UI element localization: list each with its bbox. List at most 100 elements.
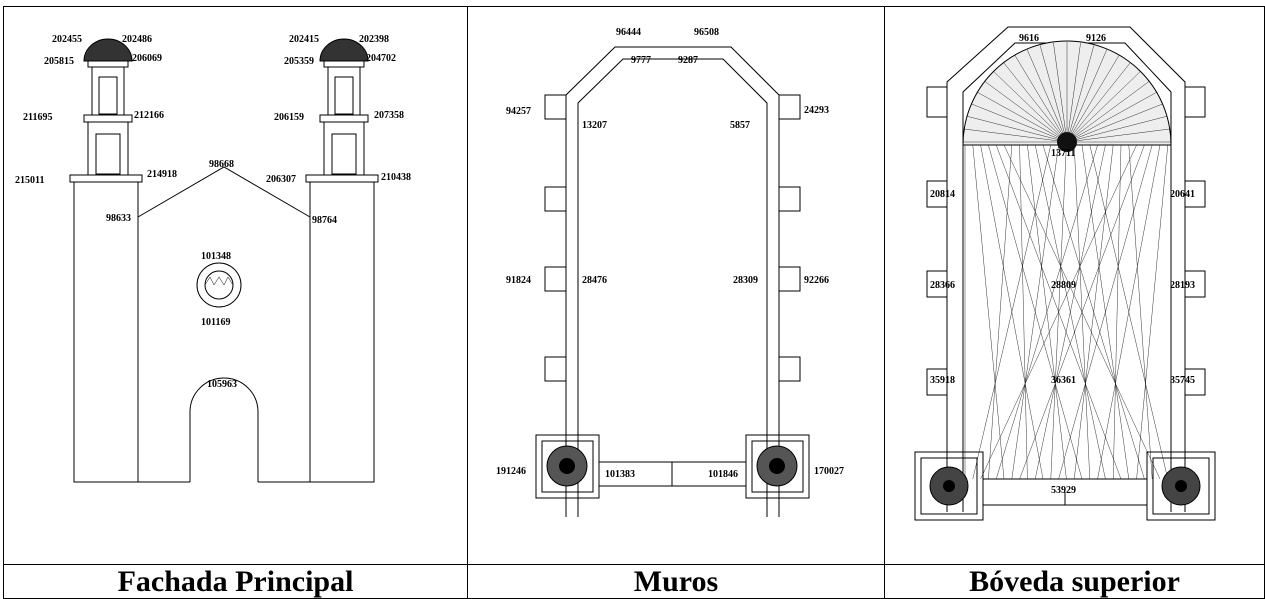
label: 206307 xyxy=(266,174,296,185)
panel-boveda: 9616 9126 13711 20814 20641 28366 28809 … xyxy=(884,6,1265,565)
label: 206159 xyxy=(274,112,304,123)
panel-fachada: 202455 202486 205815 206069 211695 21216… xyxy=(3,6,468,565)
label: 96444 xyxy=(616,27,641,38)
vault-lines xyxy=(963,42,1171,480)
caption-cell: Fachada Principal xyxy=(3,564,468,599)
vault-line xyxy=(1058,144,1153,480)
label: 28366 xyxy=(930,280,955,291)
vault-rib xyxy=(1066,55,1120,143)
panel-caption: Fachada Principal xyxy=(117,565,354,598)
label: 94257 xyxy=(506,106,531,117)
label: 205815 xyxy=(44,56,74,67)
label: 98668 xyxy=(209,159,234,170)
vault-line xyxy=(972,144,1005,480)
vault-line xyxy=(1097,144,1161,480)
label: 9616 xyxy=(1019,33,1039,44)
label: 20641 xyxy=(1170,189,1195,200)
muros-drawing: 96444 96508 9777 9287 94257 13207 5857 2… xyxy=(496,27,844,517)
label: 98633 xyxy=(106,213,131,224)
label: 9126 xyxy=(1086,33,1106,44)
label: 202455 xyxy=(52,34,82,45)
vault-line xyxy=(996,144,1098,480)
vault-rib xyxy=(1066,80,1150,143)
vault-rib xyxy=(1066,103,1164,143)
vault-rib xyxy=(1066,42,1081,143)
label: 35918 xyxy=(930,375,955,386)
vault-rib xyxy=(966,115,1068,143)
label: 101846 xyxy=(708,469,738,480)
vault-rib xyxy=(976,91,1068,143)
panel-caption: Bóveda superior xyxy=(969,565,1180,598)
label: 206069 xyxy=(132,53,162,64)
vault-line xyxy=(1113,144,1122,480)
label: 210438 xyxy=(381,172,411,183)
vault-rib xyxy=(1039,45,1068,143)
label: 101348 xyxy=(201,251,231,262)
label: 101383 xyxy=(605,469,635,480)
vault-rib xyxy=(1066,128,1171,143)
label: 35745 xyxy=(1170,375,1195,386)
vault-rib xyxy=(1003,62,1068,143)
label: 96508 xyxy=(694,27,719,38)
label: 202415 xyxy=(289,34,319,45)
label: 204702 xyxy=(366,53,396,64)
vault-rib xyxy=(984,80,1068,143)
label: 98764 xyxy=(312,215,337,226)
vault-rib xyxy=(1066,71,1141,143)
vault-line xyxy=(1035,144,1106,480)
label: 9287 xyxy=(678,55,698,66)
vault-rib xyxy=(1027,49,1068,143)
label: 28476 xyxy=(582,275,607,286)
vault-rib xyxy=(993,71,1068,143)
label: 28193 xyxy=(1170,280,1195,291)
vault-rib xyxy=(1066,49,1107,143)
caption-cell: Bóveda superior xyxy=(884,564,1265,599)
label: 24293 xyxy=(804,105,829,116)
label: 214918 xyxy=(147,169,177,180)
vault-rib xyxy=(1066,45,1095,143)
label: 170027 xyxy=(814,466,844,477)
vault-rib xyxy=(1014,55,1068,143)
label: 101169 xyxy=(201,317,230,328)
vault-line xyxy=(972,144,1051,480)
label: 215011 xyxy=(15,175,44,186)
label: 9777 xyxy=(631,55,651,66)
vault-line xyxy=(1019,144,1145,480)
vault-line xyxy=(1011,144,1059,480)
panel-muros: 96444 96508 9777 9287 94257 13207 5857 2… xyxy=(467,6,885,565)
label: 5857 xyxy=(730,120,750,131)
vault-line xyxy=(1074,144,1114,480)
vault-rib xyxy=(1066,91,1158,143)
caption-cell: Muros xyxy=(467,564,885,599)
vault-line xyxy=(988,144,1012,480)
label: 13207 xyxy=(582,120,607,131)
panel-caption: Muros xyxy=(633,565,719,598)
label: 211695 xyxy=(23,112,52,123)
label: 202486 xyxy=(122,34,152,45)
vault-rib xyxy=(970,103,1068,143)
vault-line xyxy=(980,144,1137,480)
vault-line xyxy=(1019,144,1028,480)
fachada-drawing: 202455 202486 205815 206069 211695 21216… xyxy=(15,34,411,483)
label: 191246 xyxy=(496,466,526,477)
label: 212166 xyxy=(134,110,164,121)
label: 53929 xyxy=(1051,485,1076,496)
label: 205359 xyxy=(284,56,314,67)
label: 207358 xyxy=(374,110,404,121)
label: 13711 xyxy=(1051,148,1075,159)
vault-rib xyxy=(1053,42,1068,143)
label: 28809 xyxy=(1051,280,1076,291)
label: 202398 xyxy=(359,34,389,45)
label: 28309 xyxy=(733,275,758,286)
vault-rib xyxy=(1066,115,1168,143)
label: 105963 xyxy=(207,379,237,390)
vault-line xyxy=(1136,144,1168,480)
label: 91824 xyxy=(506,275,531,286)
vault-line xyxy=(1128,144,1153,480)
boveda-drawing: 9616 9126 13711 20814 20641 28366 28809 … xyxy=(914,26,1216,521)
label: 20814 xyxy=(930,189,955,200)
label: 36361 xyxy=(1051,375,1076,386)
label: 92266 xyxy=(804,275,829,286)
vault-rib xyxy=(963,128,1068,143)
